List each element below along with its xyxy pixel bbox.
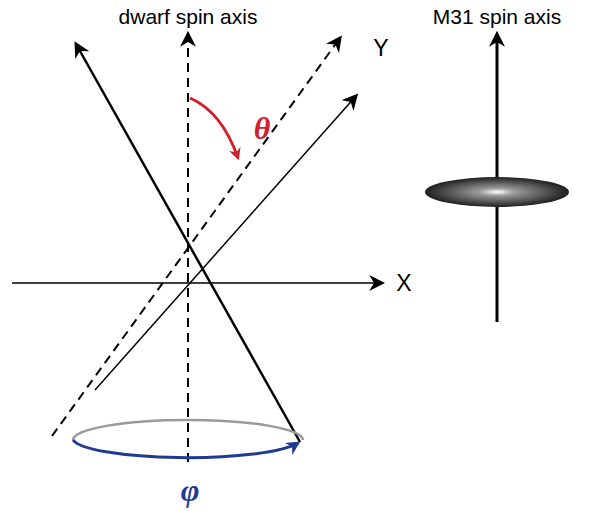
angle-symbol: φ bbox=[181, 474, 200, 506]
axis-letter: Y bbox=[373, 37, 388, 60]
axis-label: dwarf spin axis bbox=[119, 6, 258, 27]
cone-edge-dashed bbox=[52, 38, 340, 436]
y-axis bbox=[95, 96, 356, 390]
axis-label: M31 spin axis bbox=[433, 6, 561, 27]
axis-letter: X bbox=[396, 272, 411, 295]
x-axis bbox=[12, 282, 382, 284]
precession-arrow bbox=[73, 440, 298, 458]
angle-symbol: θ bbox=[254, 112, 271, 144]
m31-disk bbox=[425, 177, 569, 207]
theta-arc bbox=[190, 98, 238, 158]
tilted-spin-axis bbox=[76, 44, 300, 442]
precession-back-arc bbox=[73, 420, 303, 440]
